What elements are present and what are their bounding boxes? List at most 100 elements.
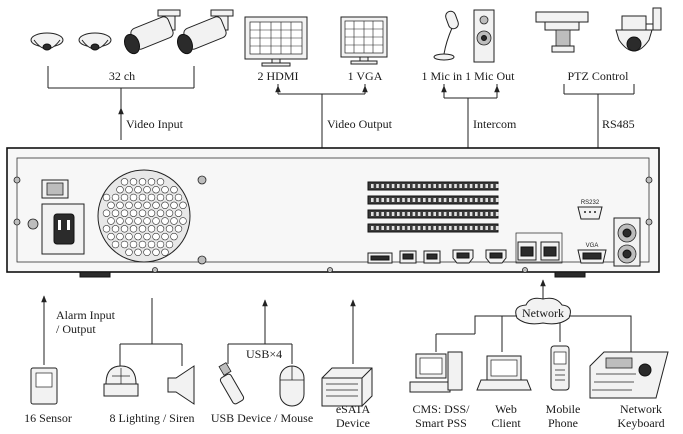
terminal-pin [428,226,431,230]
fan-hole [116,201,124,210]
terminal-pin [485,184,488,188]
fan-hole [170,186,178,194]
terminal-pin [428,184,431,188]
fan-hole [125,186,133,194]
terminal-pin [376,184,379,188]
fan-hole [129,178,138,186]
hdmi-port-icon [485,249,507,264]
fan-hole [143,217,151,225]
fan-hole [134,186,142,194]
fan-hole [111,209,120,217]
fan-hole [138,225,147,233]
terminal-pin [495,212,499,216]
fan-hole [165,225,174,233]
terminal-pin [391,184,395,188]
vga-port-label: VGA [586,243,599,249]
terminal-pin [464,212,468,216]
fan-hole [170,201,178,210]
terminal-pin [464,198,468,202]
vga-port-icon [577,249,607,264]
fan-hole [165,240,174,249]
fan-hole [170,217,178,225]
usb-device-label: USB Device / Mouse [211,411,313,425]
terminal-pin [428,212,431,216]
terminal-pin [459,212,462,216]
esata-device-icon [321,367,373,407]
usb-port-icon [423,250,441,264]
fan-hole [134,248,142,257]
terminal-pin [381,198,384,202]
fan-hole [174,209,183,217]
network-keyboard-icon [589,351,669,399]
fan-hole [161,232,169,241]
hdmi-label: 2 HDMI [258,69,299,83]
terminal-pin [428,198,431,202]
dome-camera-icon [78,32,112,51]
terminal-pin [485,212,488,216]
terminal-pin [449,184,452,188]
terminal-pin [412,198,416,202]
power-socket [27,203,85,255]
mobile-phone-icon [550,345,570,391]
microphone-icon [433,10,459,61]
siren-speaker-icon [167,365,195,405]
terminal-pin [407,198,410,202]
terminal-pin [443,184,447,188]
fan-hole [138,209,147,217]
usb-count-label: USB×4 [246,347,282,361]
fan-hole [129,193,138,202]
mobile-phone-label-line1: Mobile [546,402,581,416]
network-label: Network [522,306,564,320]
fan-hole [147,209,156,217]
terminal-pin [397,184,400,188]
laptop-icon [476,355,532,391]
bullet-camera-icon [124,9,181,55]
fan-hole [120,209,129,217]
terminal-pin [459,198,462,202]
fan-hole [170,232,178,241]
terminal-pin [402,212,405,216]
lighting-siren-label: 8 Lighting / Siren [110,411,195,425]
fan-hole [156,178,165,186]
alarm-light-icon [103,365,139,397]
ptz-box-camera-icon [535,11,589,53]
video-output-label: Video Output [327,117,393,131]
terminal-pin [495,184,499,188]
terminal-pin [417,184,421,188]
fan-hole [174,225,183,233]
fan-hole [120,193,129,202]
fan-hole [129,225,138,233]
fan-hole [152,201,160,210]
fan-hole [147,178,156,186]
terminal-pin [381,184,384,188]
rs232-port-icon [577,206,603,220]
audio-jacks [613,217,641,267]
terminal-pin [469,212,473,216]
terminal-pin [469,226,473,230]
fan-hole [125,248,133,257]
fan-hole [107,217,115,225]
terminal-pin [381,226,384,230]
terminal-pin [469,184,473,188]
ptz-speed-dome-icon [615,7,662,52]
terminal-pin [454,198,457,202]
fan-hole [147,225,156,233]
terminal-pin [459,184,462,188]
rs485-label: RS485 [602,117,635,131]
terminal-pin [433,198,436,202]
video-input-label: Video Input [126,117,184,131]
fan-hole [179,217,187,225]
terminal-pin [386,184,390,188]
terminal-pin [449,198,452,202]
dome-camera-icon [30,32,64,51]
terminal-pin [371,184,374,188]
cms-label-line1: CMS: DSS/ [412,402,470,416]
terminal-pin [485,198,488,202]
terminal-pin [376,226,379,230]
terminal-pin [412,184,416,188]
terminal-pin [480,212,483,216]
fan-hole [120,240,129,249]
terminal-pin [407,184,410,188]
rs232-port-label: RS232 [581,200,600,206]
terminal-pin [397,198,400,202]
